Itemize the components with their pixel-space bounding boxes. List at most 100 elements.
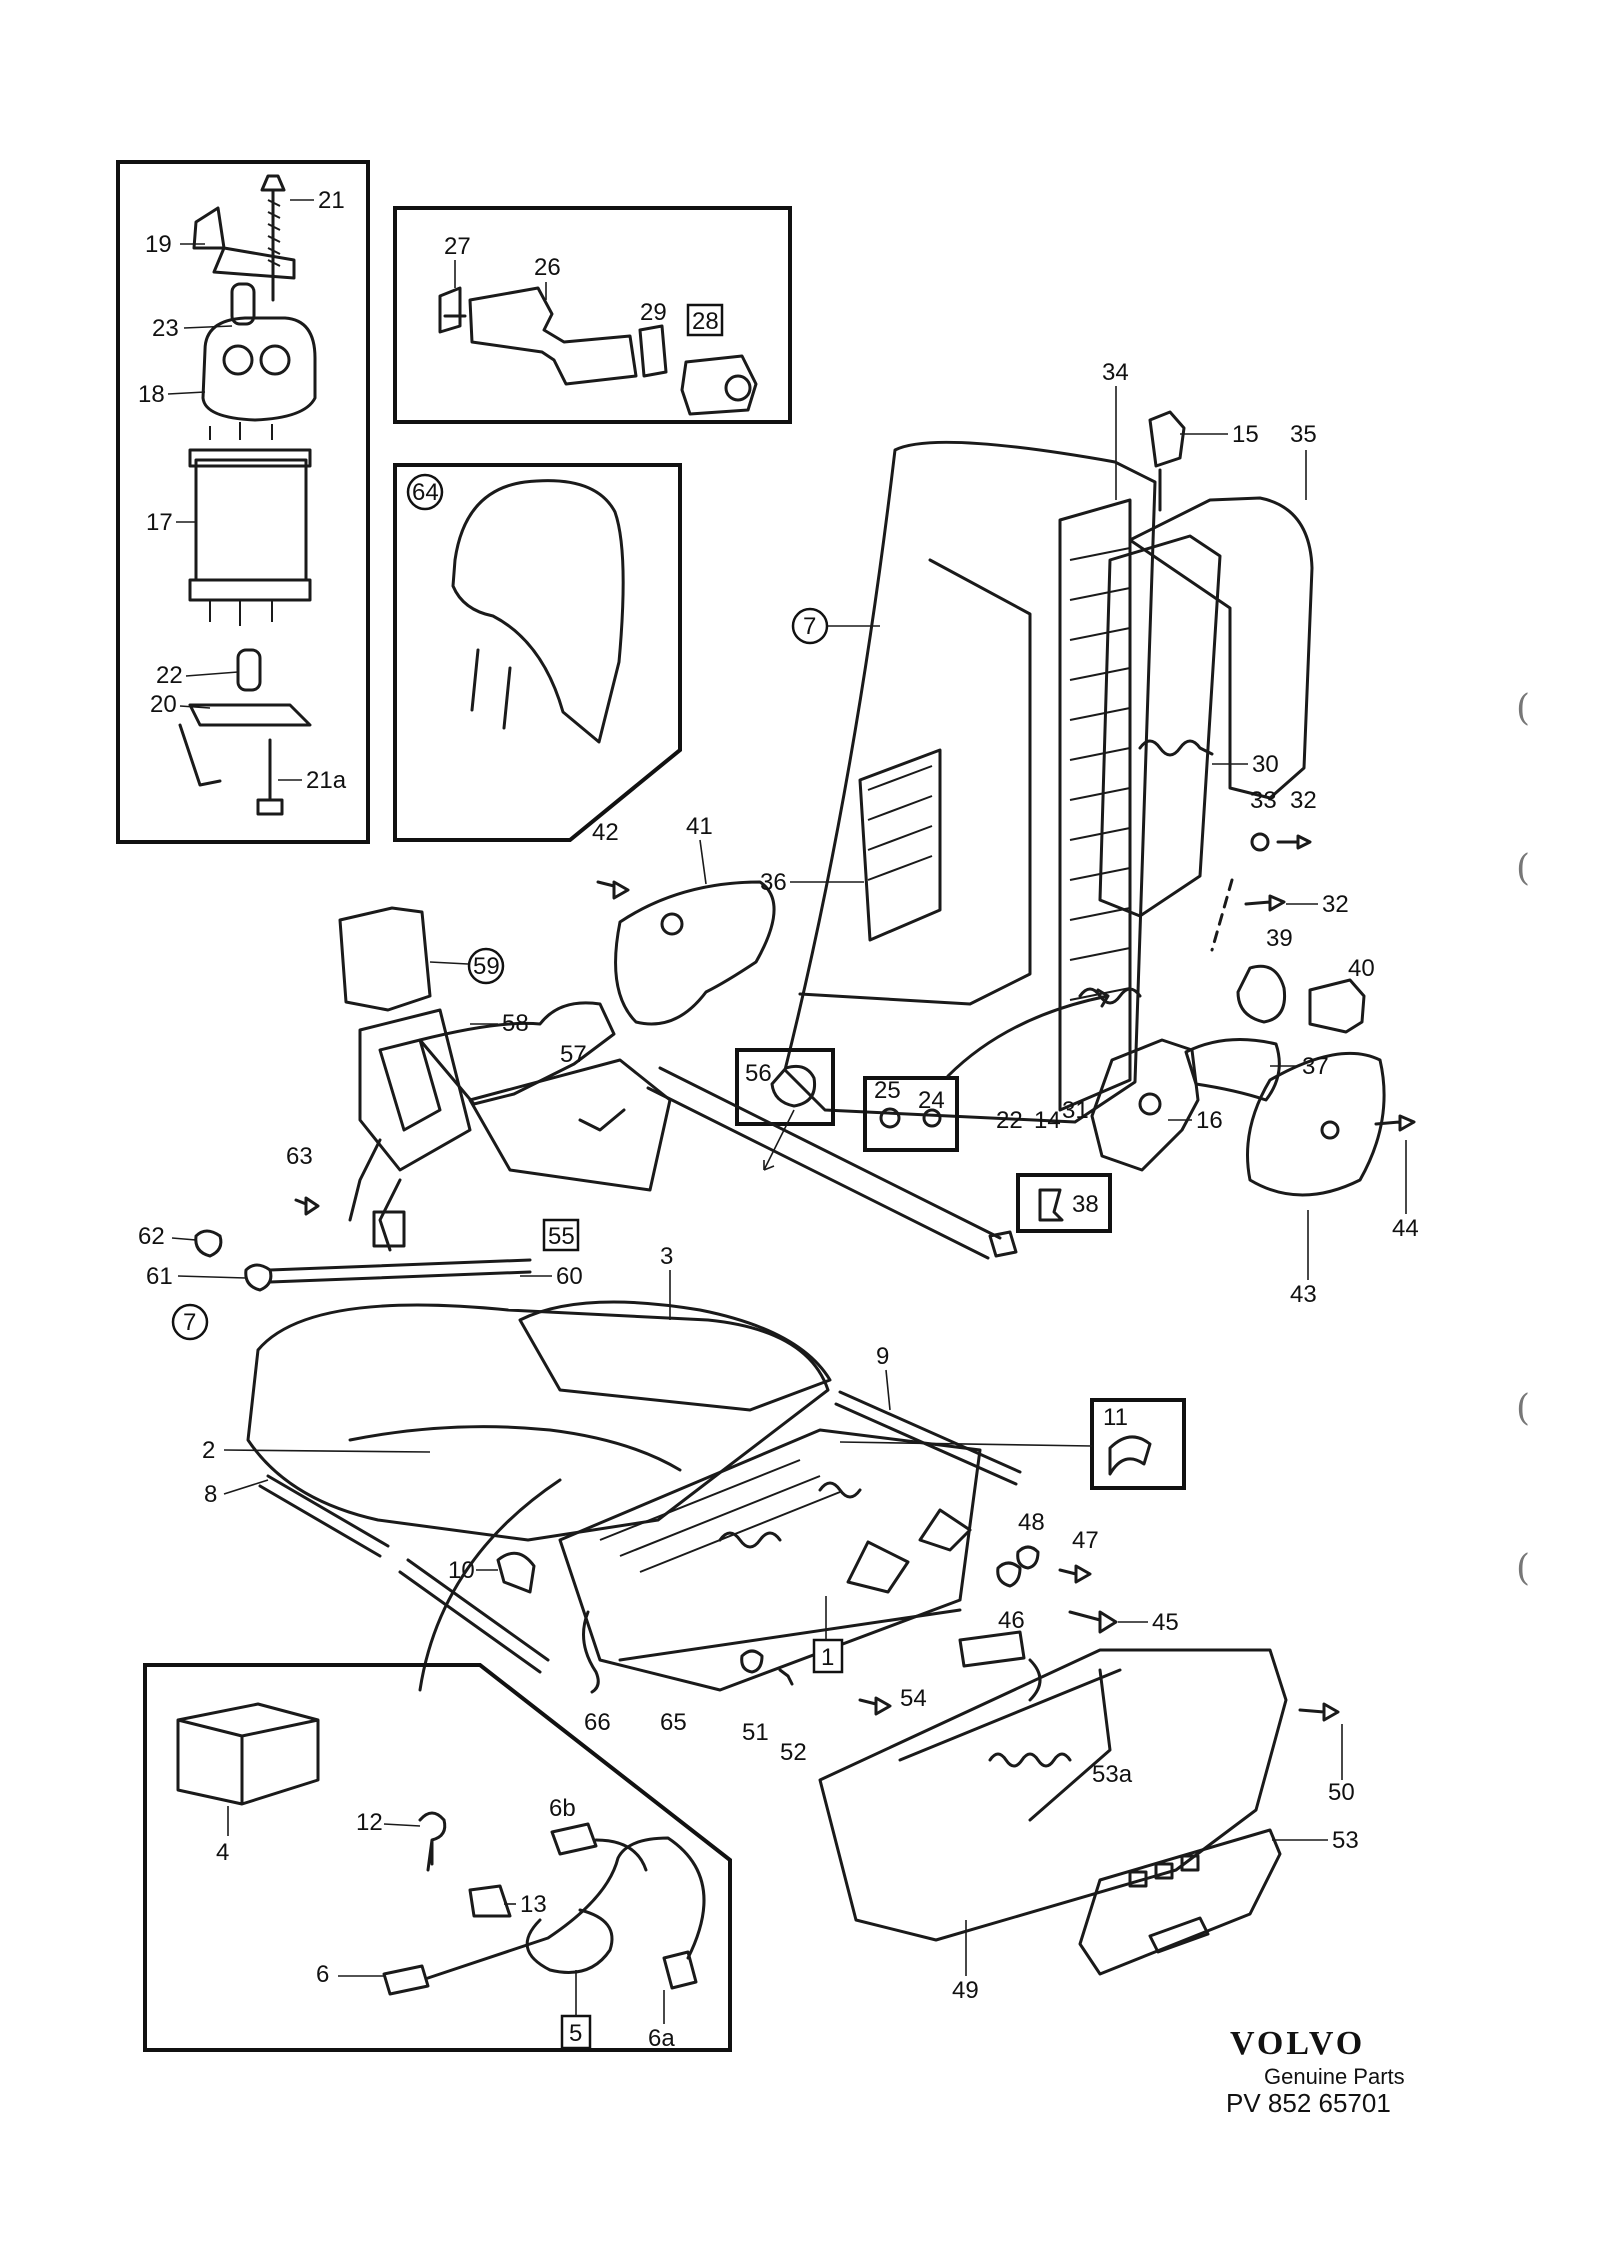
- washer-62: [194, 1229, 223, 1258]
- cover-43: [1246, 1051, 1386, 1197]
- rail-9: [834, 1390, 1022, 1486]
- clip-11: [1108, 1435, 1152, 1476]
- label-31: 31: [1062, 1097, 1089, 1124]
- label-59: 59: [473, 953, 500, 980]
- side-trim: 54 53a 53 50 49: [818, 1630, 1359, 2004]
- backrest-frame-34: [1058, 498, 1132, 1112]
- spring-30: [1138, 739, 1214, 757]
- strip-8: [258, 1474, 390, 1558]
- label-1-box: [812, 1638, 844, 1674]
- label-24: 24: [918, 1087, 945, 1114]
- bracket-55: [468, 1058, 672, 1192]
- side-frame-35: [1128, 496, 1314, 800]
- label-32-a: 32: [1290, 787, 1317, 814]
- side-bracket: [1098, 534, 1222, 918]
- hook-66: [582, 1610, 600, 1694]
- screw-63: [294, 1196, 320, 1216]
- label-63: 63: [286, 1143, 313, 1170]
- bolt-21: [260, 174, 286, 302]
- label-30: 30: [1252, 751, 1279, 778]
- headrest-64: [451, 479, 625, 744]
- label-44: 44: [1392, 1215, 1419, 1242]
- label-22-motor: 22: [156, 662, 183, 689]
- headrest-panel: 64: [393, 463, 682, 842]
- seat-assembly: 7 62 61 60 3 9 2 8 10 1 66 65 51 52 48 4…: [138, 1223, 1179, 1766]
- gear-housing-18: [201, 316, 317, 422]
- screw-42: [596, 880, 630, 900]
- label-18: 18: [138, 381, 165, 408]
- harness-6: [382, 1836, 706, 1996]
- box-25-24: [863, 1076, 959, 1152]
- buckle-59: [338, 906, 432, 1012]
- wiring-panel-frame: [143, 1663, 732, 2052]
- label-56: 56: [745, 1060, 772, 1087]
- label-19: 19: [145, 231, 172, 258]
- label-3: 3: [660, 1243, 673, 1270]
- label-47: 47: [1072, 1527, 1099, 1554]
- screw-32b: [1244, 894, 1286, 912]
- bracket-19: [192, 206, 296, 280]
- label-36: 36: [760, 869, 787, 896]
- label-15: 15: [1232, 421, 1259, 448]
- label-48: 48: [1018, 1509, 1045, 1536]
- buckle-assembly: 59 58 57 55 63: [286, 906, 1018, 1260]
- label-60: 60: [556, 1263, 583, 1290]
- label-28: 28: [692, 308, 719, 335]
- label-32-b: 32: [1322, 891, 1349, 918]
- label-6a: 6a: [648, 2025, 675, 2052]
- label-58: 58: [502, 1010, 529, 1037]
- washer-33: [1250, 832, 1270, 852]
- label-54: 54: [900, 1685, 927, 1712]
- label-28-box: [686, 303, 724, 337]
- cushion-2: [246, 1303, 830, 1542]
- label-6: 6: [316, 1961, 329, 1988]
- nut-48: [1016, 1545, 1040, 1570]
- screw-54: [858, 1696, 892, 1716]
- belt-bracket-58: [358, 1008, 472, 1172]
- clip-10: [496, 1551, 536, 1594]
- label-45: 45: [1152, 1609, 1179, 1636]
- label-38: 38: [1072, 1191, 1099, 1218]
- label-22-backrest: 22: [996, 1107, 1023, 1134]
- label-49: 49: [952, 1977, 979, 2004]
- label-6b: 6b: [549, 1795, 576, 1822]
- label-40: 40: [1348, 955, 1375, 982]
- label-7-circle-seat: [171, 1303, 209, 1341]
- footer-brand: VOLVO Genuine Parts PV 852 65701: [1226, 2025, 1405, 2118]
- label-33: 33: [1250, 787, 1277, 814]
- label-35: 35: [1290, 421, 1317, 448]
- label-4: 4: [216, 1839, 229, 1866]
- recliner-16: [1090, 1038, 1200, 1172]
- label-53a: 53a: [1092, 1761, 1133, 1788]
- label-62: 62: [138, 1223, 165, 1250]
- label-14: 14: [1034, 1107, 1061, 1134]
- bushing-56: [770, 1064, 817, 1108]
- part-code: PV 852 65701: [1226, 2088, 1391, 2118]
- label-41: 41: [686, 813, 713, 840]
- label-64: 64: [412, 479, 439, 506]
- wire-65: [618, 1608, 962, 1662]
- bushing-39: [1236, 964, 1287, 1024]
- headrest-panel-frame: [393, 463, 682, 842]
- relay-4: [176, 1702, 320, 1806]
- label-57: 57: [560, 1041, 587, 1068]
- label-7-top: 7: [803, 613, 816, 640]
- label-17: 17: [146, 509, 173, 536]
- cable-panel: 27 26 29 28: [393, 206, 792, 424]
- label-27: 27: [444, 233, 471, 260]
- trim-49: [818, 1648, 1288, 1942]
- label-1: 1: [821, 1644, 834, 1671]
- clip-13: [468, 1884, 512, 1918]
- pad-36: [858, 748, 942, 942]
- fuse-12: [418, 1811, 447, 1872]
- backrest-cushion-7: [783, 440, 1157, 1124]
- washer-46: [996, 1561, 1022, 1588]
- belt-57: [418, 1001, 616, 1106]
- screw-44: [1374, 1114, 1416, 1132]
- label-8: 8: [204, 1481, 217, 1508]
- bolt-21a: [256, 738, 284, 816]
- label-7-seat: 7: [183, 1309, 196, 1336]
- label-5: 5: [569, 2020, 582, 2047]
- label-59-circle: [467, 947, 505, 985]
- screw-50: [1298, 1702, 1340, 1722]
